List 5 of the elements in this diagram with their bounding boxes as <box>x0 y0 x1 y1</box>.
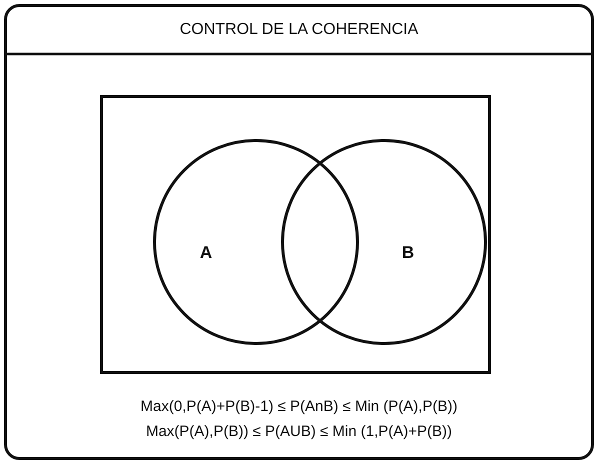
panel-title: CONTROL DE LA COHERENCIA <box>178 21 420 39</box>
formula-text: Max(0,P(A)+P(B)-1) ≤ P(AnB) ≤ Min (P(A),P(B)) <box>140 398 458 415</box>
set-label: B <box>400 243 416 263</box>
set-label: A <box>198 243 214 263</box>
formula-text: Max(P(A),P(B)) ≤ P(AUB) ≤ Min (1,P(A)+P(B)) <box>144 423 454 440</box>
